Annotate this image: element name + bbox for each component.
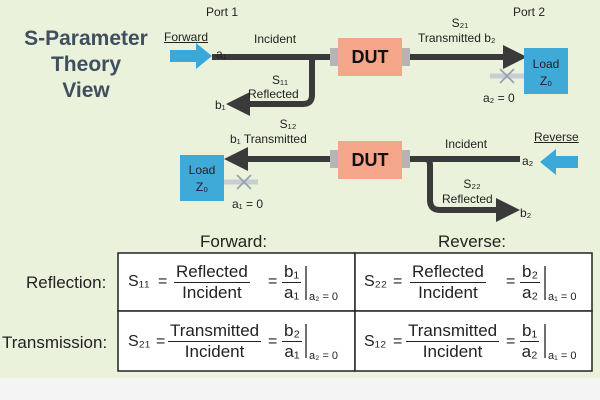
s11-symbol: S₁₁: [128, 273, 150, 290]
numerator: Reflected: [174, 262, 250, 283]
dut-side-right: [402, 150, 410, 168]
reflected-label-top: Reflected: [248, 87, 299, 101]
s21-wave-fraction: b₂ a₁: [282, 321, 303, 361]
numerator: Transmitted: [406, 321, 500, 342]
s12-equals-2: =: [506, 333, 516, 350]
numerator: b₁: [282, 262, 302, 283]
s21-equals-2: =: [268, 333, 278, 350]
s21-ratio-fraction: Transmitted Incident: [168, 321, 262, 361]
incident-label-bottom: Incident: [445, 137, 488, 151]
numerator: b₂: [520, 262, 541, 283]
a1-zero-label: a₁ = 0: [232, 197, 264, 211]
z0-label-bottom: Z₀: [195, 180, 209, 194]
denominator: a₁: [284, 341, 300, 361]
s11-label: S₁₁: [271, 73, 289, 87]
denominator: a₂: [521, 341, 538, 361]
denominator: Incident: [418, 282, 478, 302]
dut-side-left: [330, 150, 338, 168]
transmitted-label-bottom: b₁ Transmitted: [230, 132, 307, 146]
blue-arrow-icon: [540, 149, 578, 175]
load-label-bottom: Load: [188, 163, 216, 177]
s12-label: S₁₂: [279, 117, 297, 131]
reflection-row-label: Reflection:: [26, 273, 107, 292]
title-line-3: View: [62, 79, 110, 102]
s12-condition: a₁ = 0: [548, 350, 577, 362]
numerator: Transmitted: [168, 321, 262, 342]
s11-ratio-fraction: Reflected Incident: [174, 263, 250, 302]
transmitted-label-top: Transmitted b₂: [418, 31, 496, 45]
reverse-header: Reverse:: [438, 232, 507, 251]
load-box-top: [524, 48, 568, 94]
s21-symbol: S₂₁: [128, 333, 151, 350]
dut-box-bottom: [338, 141, 402, 179]
s22-equals-2: =: [506, 273, 516, 290]
forward-label: Forward: [164, 30, 209, 44]
cross-icon: [236, 174, 252, 190]
title-line-2: Theory: [50, 53, 121, 76]
port2-label: Port 2: [513, 5, 546, 19]
b2-label-bottom: b₂: [520, 206, 532, 220]
s11-equals: =: [158, 273, 168, 290]
reflected-label-bottom: Reflected: [442, 192, 493, 206]
load-box-bottom: [180, 155, 224, 201]
s12-symbol: S₁₂: [364, 333, 387, 350]
s21-label: S₂₁: [451, 16, 469, 30]
denominator: Incident: [182, 282, 242, 302]
dut-box-top: [338, 38, 402, 76]
s12-equals: =: [393, 333, 403, 350]
cross-icon: [499, 68, 515, 84]
s22-ratio-fraction: Reflected Incident: [410, 263, 486, 302]
numerator: b₂: [282, 321, 303, 342]
s12-wave-fraction: b₁ a₂: [520, 321, 540, 361]
dut-side-right: [402, 48, 410, 66]
title-line-1: S-Parameter: [24, 27, 148, 50]
s11-equals-2: =: [268, 273, 278, 290]
dut-side-left: [330, 48, 338, 66]
load-label-top: Load: [532, 57, 560, 71]
blue-arrow-icon: [170, 43, 212, 69]
s22-equals: =: [393, 273, 403, 290]
s21-condition: a₂ = 0: [309, 350, 339, 362]
bottom-band: [0, 378, 600, 400]
incident-label-top: Incident: [254, 32, 297, 46]
dark-arrow-icon: [418, 156, 520, 222]
dut-label-bottom: DUT: [351, 150, 389, 170]
s22-symbol: S₂₂: [364, 273, 388, 290]
numerator: Reflected: [410, 262, 486, 283]
dark-arrow-icon: [226, 54, 325, 116]
a2-label: a₂: [522, 154, 534, 168]
s22-label: S₂₂: [463, 177, 481, 191]
s22-condition: a₁ = 0: [548, 291, 577, 303]
forward-header: Forward:: [200, 232, 268, 251]
a1-label: a₁: [216, 47, 227, 61]
s12-ratio-fraction: Transmitted Incident: [406, 321, 500, 361]
a2-zero-label: a₂ = 0: [483, 91, 515, 105]
numerator: b₁: [520, 321, 540, 342]
s22-wave-fraction: b₂ a₂: [520, 262, 541, 302]
denominator: Incident: [422, 341, 483, 361]
denominator: a₁: [284, 282, 300, 302]
dut-label-top: DUT: [351, 47, 389, 67]
reverse-label: Reverse: [534, 130, 579, 144]
s11-wave-fraction: b₁ a₁: [282, 262, 302, 302]
s11-condition: a₂ = 0: [309, 291, 339, 303]
port1-label: Port 1: [206, 5, 239, 19]
s21-equals: =: [156, 333, 166, 350]
denominator: a₂: [522, 282, 539, 302]
transmission-row-label: Transmission:: [2, 333, 108, 352]
b1-label-top: b₁: [215, 98, 226, 112]
denominator: Incident: [184, 341, 245, 361]
z0-label-top: Z₀: [539, 74, 553, 88]
